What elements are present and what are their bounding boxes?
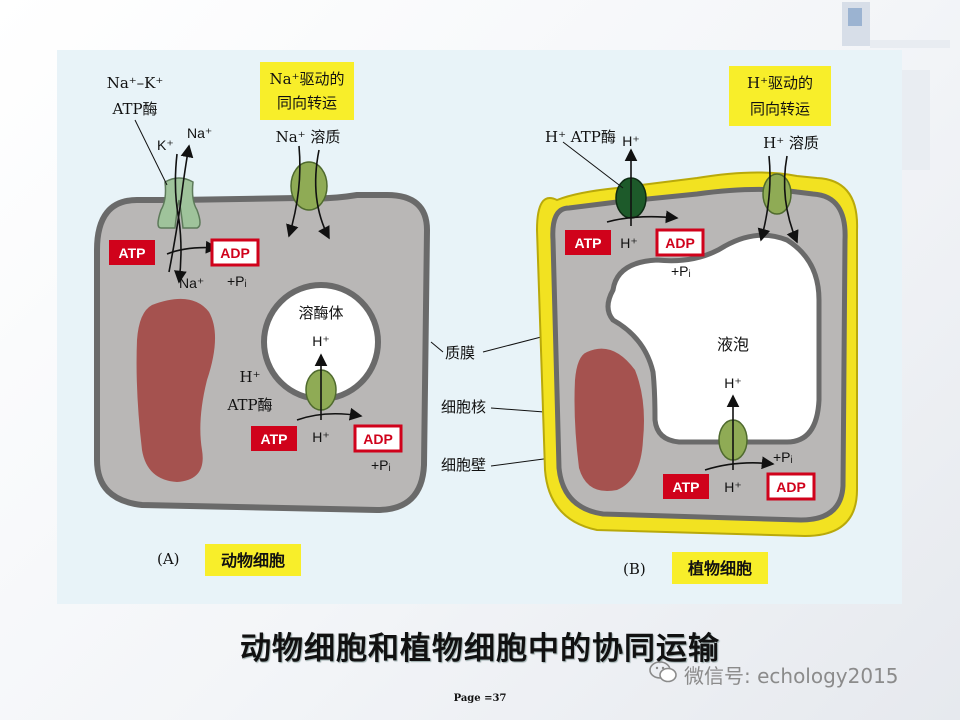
panel-a-label: (A)	[157, 550, 180, 568]
wechat-icon	[648, 660, 678, 689]
pi-label-b2: +Pᵢ	[773, 449, 793, 465]
plant-atp-arrow	[606, 210, 679, 224]
panel-b-title: 植物细胞	[687, 559, 752, 578]
atp-box-a2	[251, 426, 297, 451]
lysosome-pump-label-line1: H⁺	[240, 368, 261, 386]
plant-solute-symport-arrow	[783, 155, 799, 244]
h-symport-arrow	[757, 155, 771, 242]
atp-box-b2	[663, 474, 709, 499]
na-out-arrow	[168, 144, 194, 273]
na-k-pump-leader	[134, 119, 168, 186]
lysosome-h-below-label: H⁺	[312, 429, 330, 445]
pi-label-b: +Pᵢ	[671, 263, 691, 279]
na-in-label: Na⁺	[179, 275, 204, 291]
nucleus-label: 细胞核	[441, 398, 486, 416]
vacuole	[605, 232, 822, 445]
watermark-text: 微信号: echology2015	[684, 664, 899, 688]
corner-decoration	[842, 2, 870, 46]
plasma-membrane-label: 质膜	[445, 344, 475, 362]
h-symporter-box	[729, 66, 831, 126]
h-symporter-box-line1: H⁺驱动的	[747, 74, 813, 92]
vacuole-h-label: H⁺	[724, 375, 742, 391]
adp-label-a2: ADP	[363, 431, 393, 447]
h-pump-in-label: H⁺	[620, 235, 638, 251]
k-ion-label: K⁺	[157, 137, 174, 153]
k-in-arrow	[174, 153, 187, 284]
pi-label-a: +Pᵢ	[227, 273, 247, 289]
animal-cell: Na⁺–K⁺ ATP酶 K⁺ Na⁺ Na⁺ Na⁺驱动的 同向转运 Na⁺ 溶…	[94, 62, 431, 576]
atp-label-b: ATP	[575, 235, 602, 251]
adp-box-b	[655, 228, 705, 257]
na-symporter-box-line1: Na⁺驱动的	[270, 70, 345, 88]
h-symporter-label: H⁺ 溶质	[763, 134, 819, 152]
na-symporter-box-line2: 同向转运	[277, 94, 337, 112]
na-symporter-label: Na⁺ 溶质	[276, 128, 341, 146]
na-symporter-box	[260, 62, 354, 120]
h-pump-out-label: H⁺	[622, 133, 640, 149]
adp-label-a: ADP	[220, 245, 250, 261]
pi-label-a2: +Pᵢ	[371, 457, 391, 473]
panel-b-label: (B)	[623, 560, 646, 578]
na-symport-arrow	[286, 145, 301, 238]
cell-wall-label: 细胞壁	[441, 456, 486, 474]
h-symporter-box-line2: 同向转运	[750, 100, 810, 118]
adp-label-b: ADP	[665, 235, 695, 251]
slide-caption: 动物细胞和植物细胞中的协同运输	[240, 631, 720, 667]
panel-a-title: 动物细胞	[221, 551, 285, 570]
atp-box-b	[565, 230, 611, 255]
cell-wall-leader	[490, 457, 552, 467]
atp-label-b2: ATP	[673, 479, 700, 495]
na-k-pump-protein	[157, 177, 201, 229]
side-decoration-bar	[900, 70, 930, 170]
panel-b-title-box	[672, 552, 768, 584]
lysosome-atp-arrow	[296, 407, 363, 421]
diagram-panel: Na⁺–K⁺ ATP酶 K⁺ Na⁺ Na⁺ Na⁺驱动的 同向转运 Na⁺ 溶…	[57, 50, 902, 604]
panel-a-title-box	[205, 544, 301, 576]
adp-box-a2	[353, 424, 403, 453]
page-number: Page =37	[453, 693, 507, 704]
plasma-membrane-leader-right	[482, 335, 546, 353]
lysosome-label: 溶酶体	[298, 304, 343, 322]
animal-nucleus	[136, 298, 216, 482]
vacuole-label: 液泡	[717, 335, 749, 354]
plasma-membrane-leader-left	[430, 341, 444, 353]
atp-box-a	[109, 240, 155, 265]
cotransport-diagram: Na⁺–K⁺ ATP酶 K⁺ Na⁺ Na⁺ Na⁺驱动的 同向转运 Na⁺ 溶…	[94, 62, 859, 584]
vacuole-h-below-label: H⁺	[724, 479, 742, 495]
h-atpase-leader	[562, 141, 624, 189]
solute-symport-arrow	[314, 149, 330, 240]
atp-label-a2: ATP	[261, 431, 288, 447]
lysosome-pump-label-line2: ATP酶	[226, 396, 272, 414]
lysosome-h-label: H⁺	[312, 333, 330, 349]
wechat-watermark: 微信号: echology2015	[648, 660, 899, 689]
na-k-pump-label-line2: ATP酶	[111, 100, 157, 118]
adp-label-b2: ADP	[776, 479, 806, 495]
na-k-pump-label-line1: Na⁺–K⁺	[107, 74, 164, 92]
adp-box-b2	[766, 472, 816, 501]
h-atpase-label: H⁺ ATP酶	[545, 128, 616, 146]
adp-box-a	[210, 238, 260, 267]
plant-nucleus	[574, 348, 644, 492]
atp-label-a: ATP	[119, 245, 146, 261]
corner-decoration-bar	[870, 40, 950, 48]
vacuole-atp-arrow	[704, 456, 775, 471]
plant-cell: H⁺ ATP酶 H⁺ H⁺ H⁺驱动的 同向转运 H⁺ 溶质 ATP ADP +…	[535, 66, 859, 584]
na-out-label: Na⁺	[187, 125, 212, 141]
